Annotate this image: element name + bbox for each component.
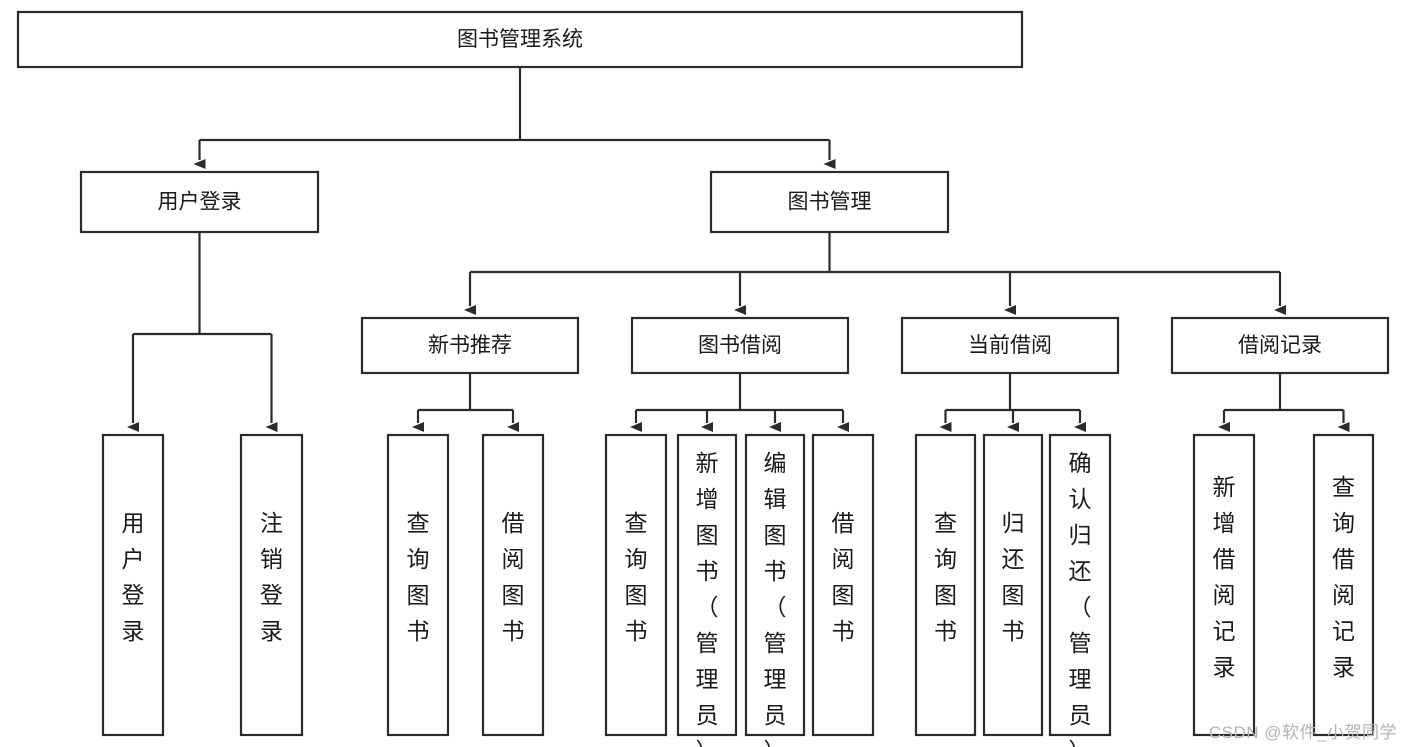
node-box-bb-query-book bbox=[604, 433, 668, 737]
node-label-borrow-record: 借阅记录 bbox=[1238, 334, 1322, 357]
node-box-book-management bbox=[709, 170, 950, 234]
node-book-borrow[interactable]: 图书借阅 bbox=[630, 316, 850, 375]
node-label-root: 图书管理系统 bbox=[457, 28, 583, 51]
node-box-user-login bbox=[79, 170, 320, 234]
node-label-user-login: 用户登录 bbox=[158, 191, 242, 214]
node-bb-add-book[interactable]: 新增图书（管理员） bbox=[676, 433, 738, 747]
node-bb-borrow-book[interactable]: 借阅图书 bbox=[811, 433, 875, 737]
node-box-bb-borrow-book bbox=[811, 433, 875, 737]
node-new-book-recommend[interactable]: 新书推荐 bbox=[360, 316, 580, 375]
node-label-nbr-query-book: 查询图书 bbox=[407, 510, 430, 644]
node-user-logout-leaf[interactable]: 注销登录 bbox=[239, 433, 304, 737]
node-label-cb-query-book: 查询图书 bbox=[934, 510, 957, 644]
node-box-user-logout-leaf bbox=[239, 433, 304, 737]
node-box-borrow-record bbox=[1170, 316, 1390, 375]
node-box-br-add-record bbox=[1192, 433, 1256, 737]
connector-edges bbox=[127, 67, 1350, 432]
node-bb-query-book[interactable]: 查询图书 bbox=[604, 433, 668, 737]
node-label-book-borrow: 图书借阅 bbox=[698, 334, 782, 357]
node-box-new-book-recommend bbox=[360, 316, 580, 375]
node-label-cb-return-book: 归还图书 bbox=[1002, 510, 1025, 644]
node-label-cb-confirm-return: 确认归还（管理员） bbox=[1069, 450, 1092, 747]
node-cb-query-book[interactable]: 查询图书 bbox=[914, 433, 977, 737]
node-br-add-record[interactable]: 新增借阅记录 bbox=[1192, 433, 1256, 737]
node-label-current-borrow: 当前借阅 bbox=[968, 334, 1052, 357]
node-root[interactable]: 图书管理系统 bbox=[16, 10, 1024, 69]
node-cb-return-book[interactable]: 归还图书 bbox=[982, 433, 1044, 737]
node-label-book-management: 图书管理 bbox=[788, 191, 872, 214]
node-box-user-login-leaf bbox=[101, 433, 165, 737]
node-label-bb-query-book: 查询图书 bbox=[625, 510, 648, 644]
node-box-book-borrow bbox=[630, 316, 850, 375]
node-label-user-logout-leaf: 注销登录 bbox=[260, 510, 283, 644]
node-box-br-query-record bbox=[1312, 433, 1375, 737]
node-box-nbr-borrow-book bbox=[481, 433, 545, 737]
node-label-bb-edit-book: 编辑图书（管理员） bbox=[764, 450, 787, 747]
node-box-nbr-query-book bbox=[386, 433, 450, 737]
node-box-bb-add-book bbox=[676, 433, 738, 737]
node-box-root bbox=[16, 10, 1024, 69]
node-label-br-add-record: 新增借阅记录 bbox=[1213, 474, 1236, 680]
node-nbr-borrow-book[interactable]: 借阅图书 bbox=[481, 433, 545, 737]
node-br-query-record[interactable]: 查询借阅记录 bbox=[1312, 433, 1375, 737]
node-label-user-login-leaf: 用户登录 bbox=[122, 510, 145, 644]
node-label-bb-add-book: 新增图书（管理员） bbox=[696, 450, 719, 747]
node-label-nbr-borrow-book: 借阅图书 bbox=[502, 510, 525, 644]
node-current-borrow[interactable]: 当前借阅 bbox=[900, 316, 1120, 375]
node-borrow-record[interactable]: 借阅记录 bbox=[1170, 316, 1390, 375]
node-cb-confirm-return[interactable]: 确认归还（管理员） bbox=[1048, 433, 1112, 747]
node-label-br-query-record: 查询借阅记录 bbox=[1332, 474, 1355, 680]
node-box-cb-confirm-return bbox=[1048, 433, 1112, 737]
node-box-current-borrow bbox=[900, 316, 1120, 375]
node-user-login[interactable]: 用户登录 bbox=[79, 170, 320, 234]
node-label-bb-borrow-book: 借阅图书 bbox=[832, 510, 855, 644]
node-box-cb-query-book bbox=[914, 433, 977, 737]
node-book-management[interactable]: 图书管理 bbox=[709, 170, 950, 234]
node-box-cb-return-book bbox=[982, 433, 1044, 737]
node-box-bb-edit-book bbox=[744, 433, 806, 737]
node-nbr-query-book[interactable]: 查询图书 bbox=[386, 433, 450, 737]
node-bb-edit-book[interactable]: 编辑图书（管理员） bbox=[744, 433, 806, 747]
node-label-new-book-recommend: 新书推荐 bbox=[428, 334, 512, 357]
node-user-login-leaf[interactable]: 用户登录 bbox=[101, 433, 165, 737]
node-boxes: 图书管理系统用户登录图书管理新书推荐图书借阅当前借阅借阅记录用户登录注销登录查询… bbox=[16, 10, 1390, 747]
